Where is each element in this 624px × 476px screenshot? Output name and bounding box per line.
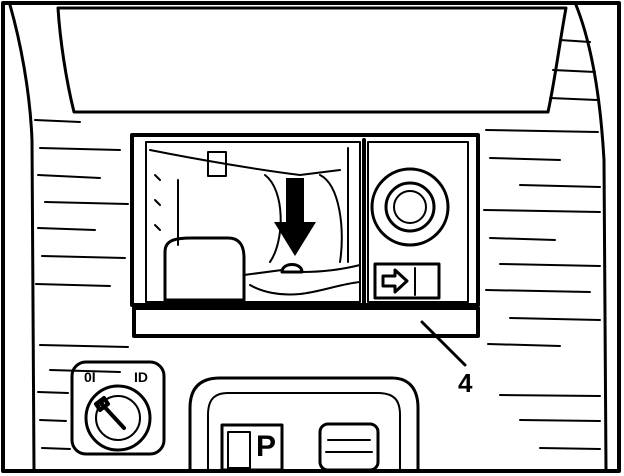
wood-grain-right xyxy=(483,39,601,450)
switch-right-label: ID xyxy=(134,369,148,385)
ignition-switch[interactable] xyxy=(84,384,152,452)
callout-label: 4 xyxy=(458,368,473,398)
right-arrow-icon xyxy=(381,268,409,294)
switch-housing xyxy=(70,360,166,456)
lighter-compartment xyxy=(367,141,469,303)
switch-left-label: 0I xyxy=(84,369,96,385)
cigarette-lighter xyxy=(370,167,450,247)
wood-grain-left xyxy=(34,119,129,450)
upper-panel xyxy=(56,6,568,114)
ignition-key-icon xyxy=(94,396,126,430)
ashtray-housing xyxy=(130,133,480,307)
lighter-button xyxy=(373,262,441,300)
shifter-surround xyxy=(188,376,420,472)
console-right-edge xyxy=(574,3,608,472)
shift-lever-slot[interactable] xyxy=(318,422,380,472)
ashtray-front-lip xyxy=(132,306,480,338)
gear-label: P xyxy=(256,430,276,463)
ash-bin-block xyxy=(163,236,246,302)
callout-leader xyxy=(420,320,467,367)
gear-indicator-window xyxy=(220,423,284,472)
ashtray-inner xyxy=(145,141,361,303)
console-left-edge xyxy=(8,3,36,472)
down-arrow-icon xyxy=(274,178,316,256)
